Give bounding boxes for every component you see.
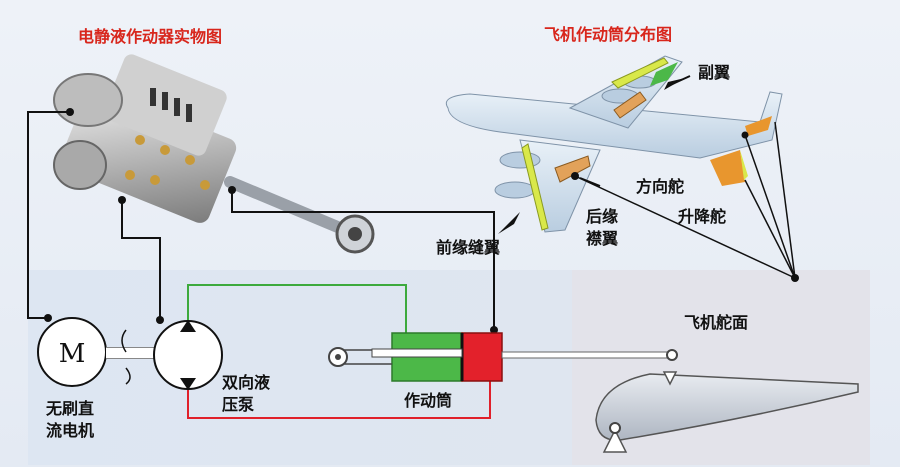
trailing-flap-label-1: 后缘 [586,207,618,226]
leading-slat-label: 前缘缝翼 [436,238,500,257]
cylinder-label: 作动筒 [404,391,452,410]
piston-rod [502,352,670,358]
control-surface-title: 飞机舵面 [684,313,748,332]
cylinder-red [462,333,502,381]
plane-distribution-title: 飞机作动筒分布图 [544,25,672,44]
rudder-label: 方向舵 [636,177,684,196]
elevator-label: 升降舵 [678,207,726,226]
pump-label-1: 双向液 [222,373,271,392]
aileron-label: 副翼 [698,63,730,82]
motor-symbol-letter: M [59,339,86,369]
motor-label-1: 无刷直 [45,399,94,418]
actuator-photo-title: 电静液作动器实物图 [78,27,222,46]
pump-label-2: 压泵 [222,395,254,414]
motor-label-2: 流电机 [46,421,94,440]
trailing-flap-label-2: 襟翼 [586,229,618,248]
